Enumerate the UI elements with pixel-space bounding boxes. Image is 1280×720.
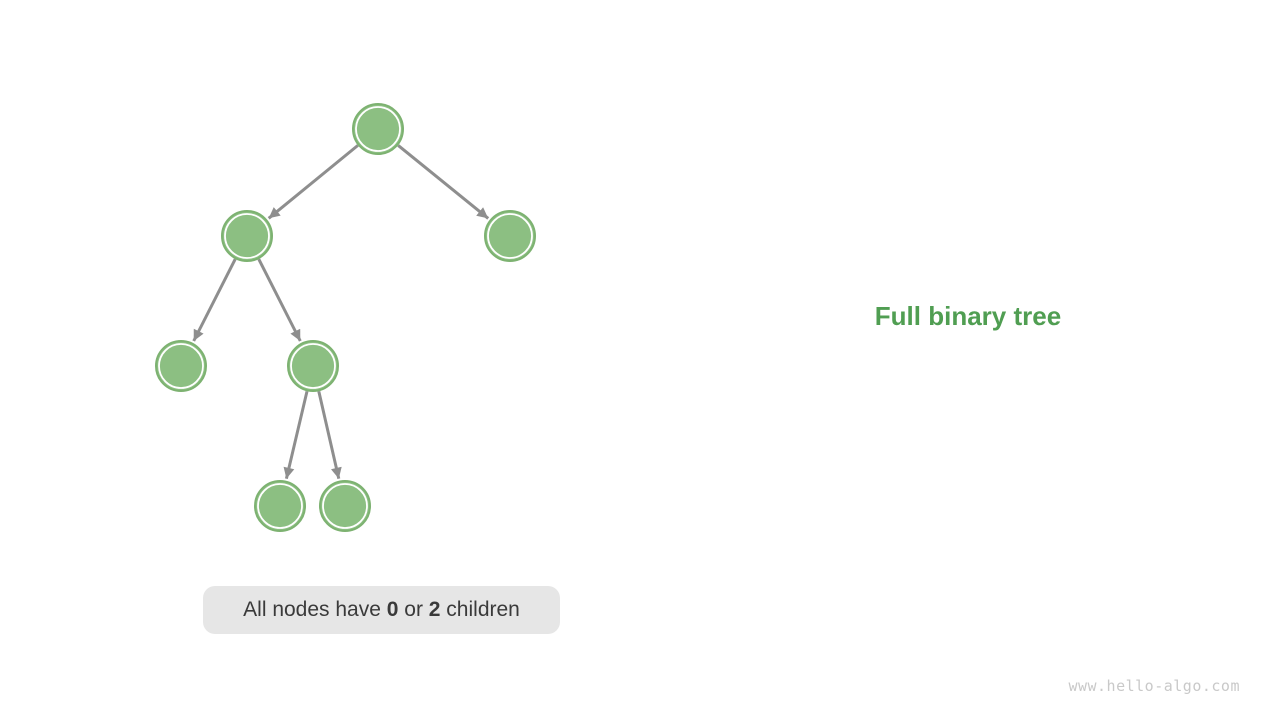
watermark: www.hello-algo.com [1068,677,1240,695]
node-circle [221,210,273,262]
caption-text-part: 2 [428,598,441,621]
tree-edge [257,258,302,342]
binary-tree-diagram [155,103,536,532]
node-circle [484,210,536,262]
tree-node-right [484,210,536,262]
node-inner-ring [355,106,401,152]
tree-node-left-right [287,340,339,392]
node-circle [287,340,339,392]
node-circle [254,480,306,532]
diagram-title: Full binary tree [874,301,1062,331]
tree-edge [397,144,490,220]
tree-edge [317,390,342,480]
tree-nodes [155,103,536,532]
node-inner-ring [290,343,336,389]
tree-edge [192,258,237,342]
tree-node-ll-child [254,480,306,532]
node-inner-ring [257,483,303,529]
caption-text-part: All nodes have [243,598,387,621]
caption-text-part: children [440,598,520,621]
caption-box: All nodes have 0 or 2 children [203,586,560,634]
tree-edge [283,390,309,480]
tree-node-rr-child [319,480,371,532]
tree-edges [192,144,490,480]
node-circle [319,480,371,532]
tree-node-left-left [155,340,207,392]
node-inner-ring [487,213,533,259]
tree-edge [267,144,359,220]
node-circle [155,340,207,392]
tree-node-left [221,210,273,262]
tree-node-root [352,103,404,155]
node-circle [352,103,404,155]
caption-text-part: 0 [386,598,399,621]
node-inner-ring [158,343,204,389]
node-inner-ring [224,213,270,259]
caption-text-part: or [398,598,429,621]
node-inner-ring [322,483,368,529]
